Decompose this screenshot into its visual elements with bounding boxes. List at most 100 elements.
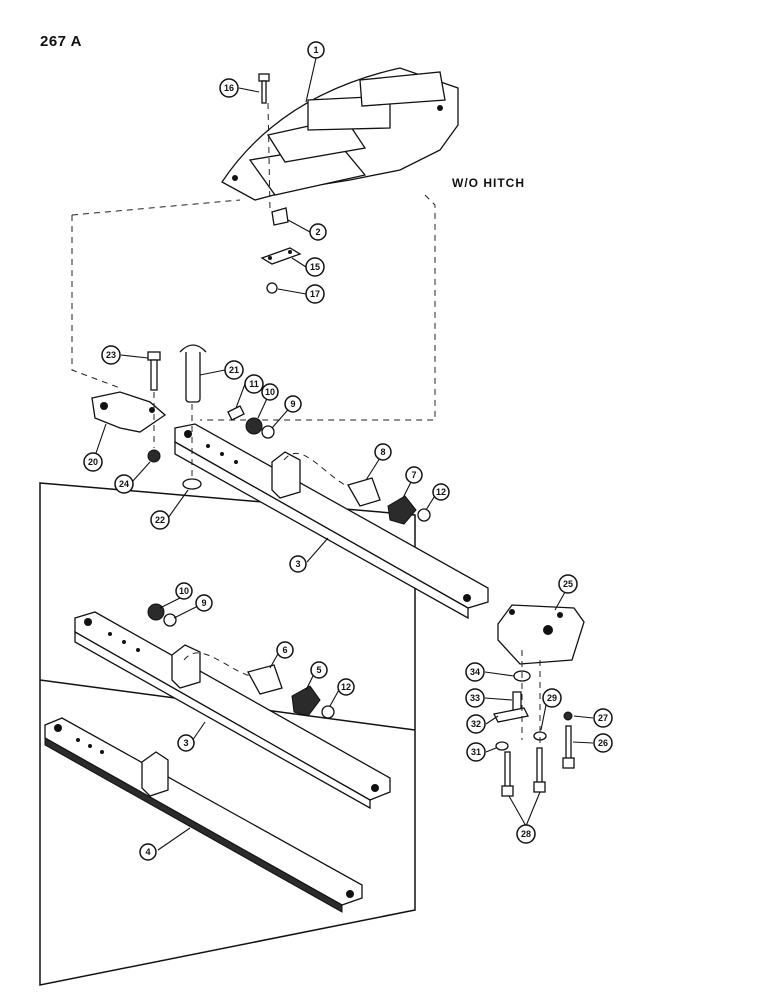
callout-1: 1 <box>307 41 325 59</box>
part-17-nut <box>266 282 278 294</box>
callout-10: 10 <box>261 383 279 401</box>
hitch-outline-dashed <box>71 194 436 421</box>
callout-24: 24 <box>114 474 134 494</box>
part-10-nut-lower <box>147 603 165 621</box>
svg-text:22: 22 <box>155 515 165 525</box>
svg-text:17: 17 <box>310 289 320 299</box>
callout-22: 22 <box>150 510 170 530</box>
callout-25: 25 <box>558 574 578 594</box>
svg-text:9: 9 <box>290 399 295 409</box>
callout-20: 20 <box>83 452 103 472</box>
svg-text:7: 7 <box>411 470 416 480</box>
svg-text:25: 25 <box>563 579 573 589</box>
part-9-washer-lower <box>163 613 177 627</box>
part-32-bracket <box>493 691 529 723</box>
part-28-bolts <box>501 747 546 797</box>
svg-text:2: 2 <box>315 227 320 237</box>
svg-text:16: 16 <box>224 83 234 93</box>
callout-26: 26 <box>593 733 613 753</box>
svg-text:20: 20 <box>88 457 98 467</box>
callout-12-lower: 12 <box>337 678 355 696</box>
svg-text:29: 29 <box>547 693 557 703</box>
svg-text:12: 12 <box>436 487 446 497</box>
callout-28: 28 <box>516 824 536 844</box>
svg-text:23: 23 <box>106 350 116 360</box>
part-7-roller <box>387 495 417 525</box>
callout-3: 3 <box>289 555 307 573</box>
part-25-housing <box>497 604 585 665</box>
part-21-pin <box>179 344 207 403</box>
callout-34: 34 <box>465 662 485 682</box>
part-27-washer <box>563 711 573 721</box>
svg-text:34: 34 <box>470 667 480 677</box>
page-number: 267 A <box>40 33 82 50</box>
part-31-washer <box>495 741 509 751</box>
svg-text:10: 10 <box>265 387 275 397</box>
alternate-drawbar-frame <box>39 482 416 986</box>
svg-text:31: 31 <box>471 747 481 757</box>
part-15-link-block <box>260 247 302 265</box>
svg-text:15: 15 <box>310 262 320 272</box>
callout-27: 27 <box>593 708 613 728</box>
callout-2: 2 <box>309 223 327 241</box>
callout-10-lower: 10 <box>175 582 193 600</box>
part-2-bolt <box>271 207 289 226</box>
callout-21: 21 <box>224 360 244 380</box>
part-23-bolt <box>147 351 161 391</box>
svg-text:10: 10 <box>179 586 189 596</box>
svg-text:3: 3 <box>295 559 300 569</box>
part-22-washer <box>182 478 202 490</box>
part-6-stud <box>247 664 283 695</box>
svg-text:28: 28 <box>521 829 531 839</box>
svg-text:24: 24 <box>119 479 129 489</box>
callout-3-lower: 3 <box>177 734 195 752</box>
part-10-nut <box>245 417 263 435</box>
callout-8: 8 <box>374 443 392 461</box>
part-3-drawbar-upper <box>174 423 489 620</box>
callout-29: 29 <box>542 688 562 708</box>
svg-text:3: 3 <box>183 738 188 748</box>
callout-33: 33 <box>465 688 485 708</box>
callout-23: 23 <box>101 345 121 365</box>
part-11-fitting <box>227 405 245 421</box>
svg-text:33: 33 <box>470 693 480 703</box>
svg-text:11: 11 <box>249 379 259 389</box>
part-1-support-bracket <box>221 67 459 201</box>
callout-9-lower: 9 <box>195 594 213 612</box>
callout-6: 6 <box>276 641 294 659</box>
callout-5: 5 <box>310 661 328 679</box>
part-26-bolt <box>562 725 575 769</box>
part-9-washer <box>261 425 275 439</box>
callout-16: 16 <box>219 78 239 98</box>
svg-text:4: 4 <box>145 847 150 857</box>
svg-text:9: 9 <box>201 598 206 608</box>
callout-15: 15 <box>305 257 325 277</box>
svg-text:5: 5 <box>316 665 321 675</box>
callout-9: 9 <box>284 395 302 413</box>
callout-12: 12 <box>432 483 450 501</box>
callout-31: 31 <box>466 742 486 762</box>
part-8-stud <box>347 477 381 507</box>
svg-text:27: 27 <box>598 713 608 723</box>
svg-text:12: 12 <box>341 682 351 692</box>
part-5-roller <box>291 685 321 717</box>
part-16-bolt <box>258 73 270 104</box>
part-3-drawbar-lower <box>74 611 391 810</box>
svg-text:32: 32 <box>471 719 481 729</box>
part-12-ring-lower <box>321 705 335 719</box>
without-hitch-caption: W/O HITCH <box>452 176 525 190</box>
part-4-drawbar <box>44 717 363 913</box>
part-24-nut <box>147 449 161 463</box>
svg-text:26: 26 <box>598 738 608 748</box>
callout-7: 7 <box>405 466 423 484</box>
svg-text:6: 6 <box>282 645 287 655</box>
svg-text:1: 1 <box>313 45 318 55</box>
callout-32: 32 <box>466 714 486 734</box>
callout-4: 4 <box>139 843 157 861</box>
part-20-clevis <box>91 391 167 433</box>
svg-text:8: 8 <box>380 447 385 457</box>
callout-17: 17 <box>305 284 325 304</box>
svg-text:21: 21 <box>229 365 239 375</box>
